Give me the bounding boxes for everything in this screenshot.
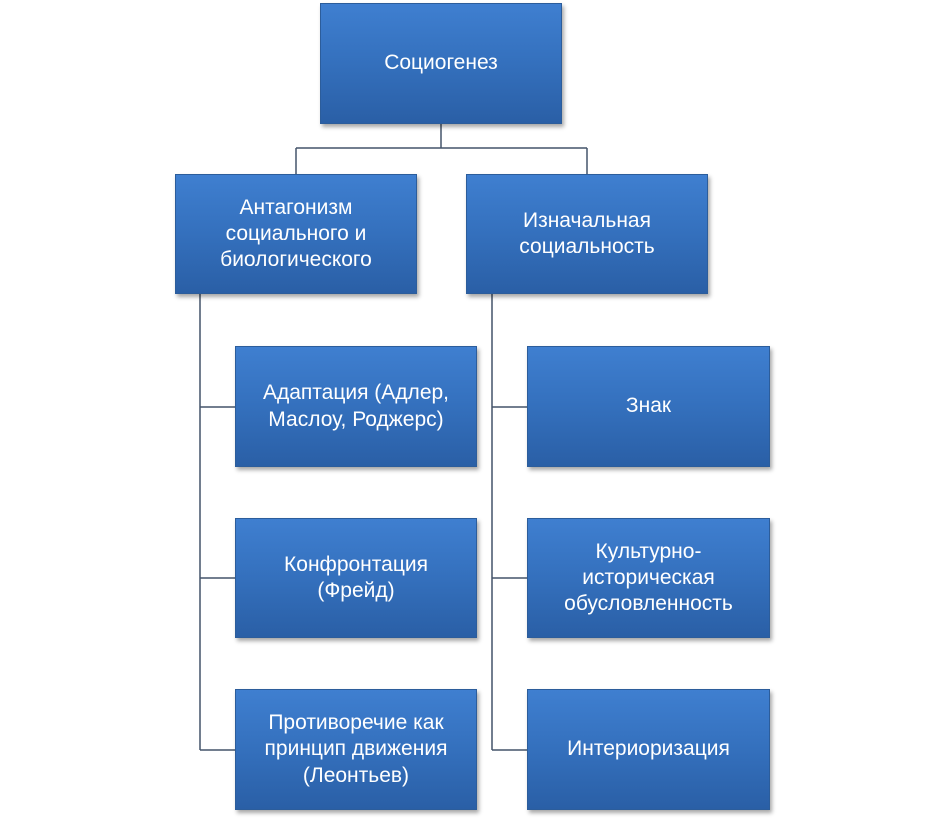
node-branch-initial-sociality-label: Изначальная социальность (519, 208, 655, 258)
node-cultural-historical-label: Культурно- историческая обусловленность (564, 539, 733, 616)
node-cultural-historical[interactable]: Культурно- историческая обусловленность (527, 518, 770, 638)
node-branch-antagonism[interactable]: Антагонизм социального и биологического (175, 174, 417, 294)
node-sign[interactable]: Знак (527, 346, 770, 467)
node-root[interactable]: Социогенез (320, 3, 562, 124)
node-confrontation-label: Конфронтация (Фрейд) (284, 552, 428, 602)
node-interiorization[interactable]: Интериоризация (527, 689, 770, 810)
node-interiorization-label: Интериоризация (567, 737, 730, 761)
node-confrontation[interactable]: Конфронтация (Фрейд) (235, 518, 477, 638)
node-branch-antagonism-label: Антагонизм социального и биологического (220, 195, 372, 272)
node-branch-initial-sociality[interactable]: Изначальная социальность (466, 174, 708, 294)
node-adaptation-label: Адаптация (Адлер, Маслоу, Роджерс) (262, 381, 450, 431)
node-contradiction-label: Противоречие как принцип движения (Леонт… (264, 711, 448, 787)
node-root-label: Социогенез (384, 51, 498, 75)
node-sign-label: Знак (625, 394, 672, 418)
node-adaptation[interactable]: Адаптация (Адлер, Маслоу, Роджерс) (235, 346, 477, 467)
node-contradiction[interactable]: Противоречие как принцип движения (Леонт… (235, 689, 477, 810)
